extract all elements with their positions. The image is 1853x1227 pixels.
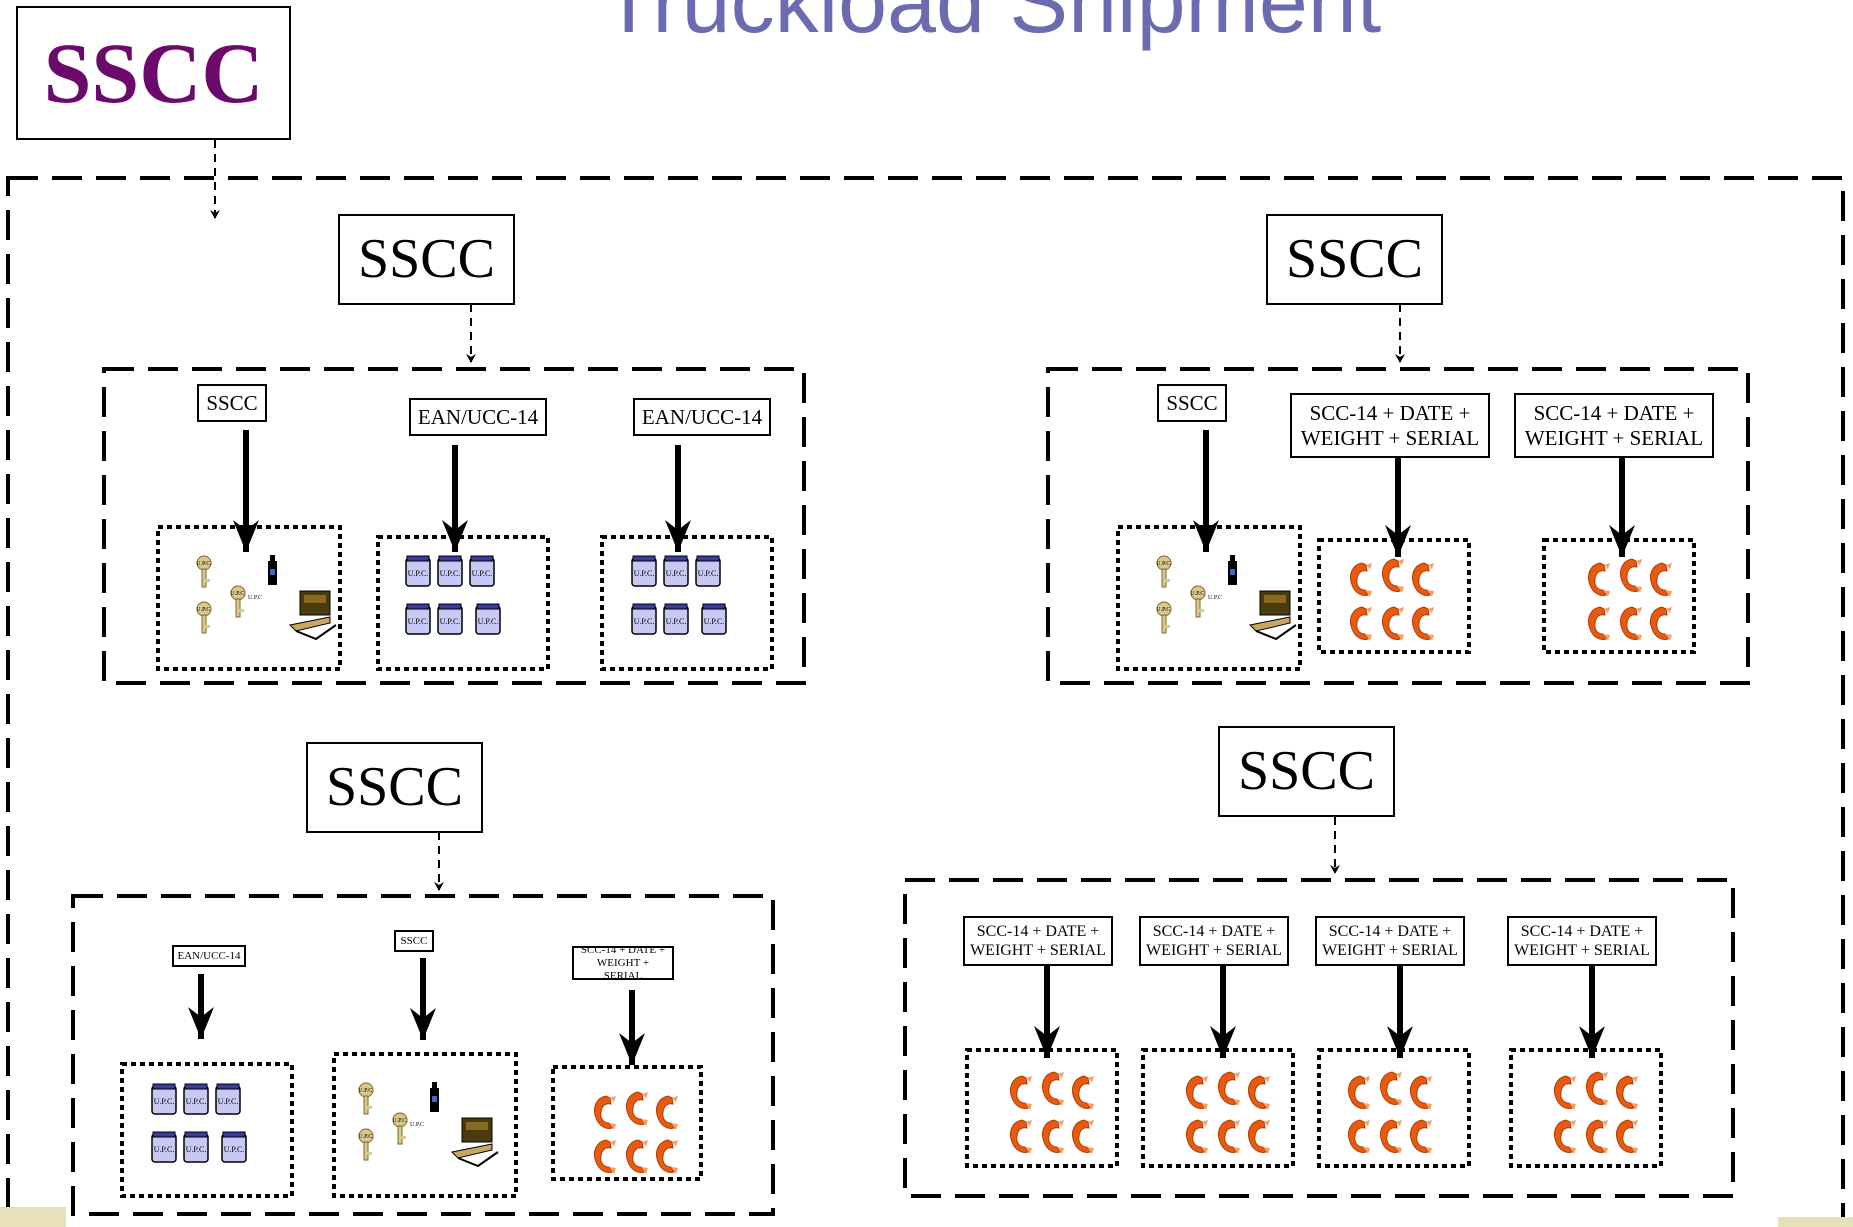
page-title: Truckload Shipment — [601, 0, 1382, 51]
mixed-items-icon — [196, 555, 336, 639]
shrimp-icon — [1350, 559, 1434, 641]
footer-decoration — [0, 1207, 66, 1227]
shrimp-icon — [1554, 1072, 1638, 1154]
pallet-sscc-label: SSCC — [306, 742, 483, 833]
truckload-container — [6, 176, 1845, 1227]
shrimp-icon — [1186, 1072, 1270, 1154]
pallet-sscc-label: SSCC — [1266, 214, 1443, 305]
shrimp-icon — [1010, 1072, 1094, 1154]
case-label: SSCC — [197, 384, 267, 422]
case-label: EAN/UCC-14 — [409, 398, 547, 436]
shrimp-icon — [594, 1092, 678, 1174]
case-label: SCC-14 + DATE + WEIGHT + SERIAL — [1507, 916, 1657, 966]
shrimp-icon — [1588, 559, 1672, 641]
pallet-bottom-left — [71, 894, 775, 1216]
mixed-items-icon — [358, 1082, 498, 1166]
cans-icon — [152, 1084, 246, 1162]
mixed-items-icon — [1156, 555, 1296, 639]
footer-decoration — [1778, 1217, 1853, 1227]
pallet-sscc-label: SSCC — [1218, 726, 1395, 817]
shrimp-icon — [1348, 1072, 1432, 1154]
cans-icon — [632, 556, 726, 634]
case-label: SCC-14 + DATE + WEIGHT + SERIAL — [1139, 916, 1289, 966]
pallet-bottom-right — [903, 878, 1735, 1198]
case-label: EAN/UCC-14 — [633, 398, 771, 436]
case-label: SCC-14 + DATE + WEIGHT + SERIAL — [963, 916, 1113, 966]
case-label: SSCC — [1157, 384, 1227, 422]
case-label: SCC-14 + DATE + WEIGHT + SERIAL — [572, 944, 674, 982]
pallet-top-right — [1046, 367, 1750, 685]
case-label: SSCC — [394, 930, 434, 952]
pallet-sscc-label: SSCC — [338, 214, 515, 305]
shipment-sscc-label: SSCC — [16, 6, 291, 140]
case-label: SCC-14 + DATE + WEIGHT + SERIAL — [1514, 393, 1714, 458]
case-label: SCC-14 + DATE + WEIGHT + SERIAL — [1315, 916, 1465, 966]
case-label: EAN/UCC-14 — [172, 945, 246, 967]
case-label: SCC-14 + DATE + WEIGHT + SERIAL — [1290, 393, 1490, 458]
pallet-top-left — [102, 367, 806, 685]
cans-icon — [406, 556, 500, 634]
